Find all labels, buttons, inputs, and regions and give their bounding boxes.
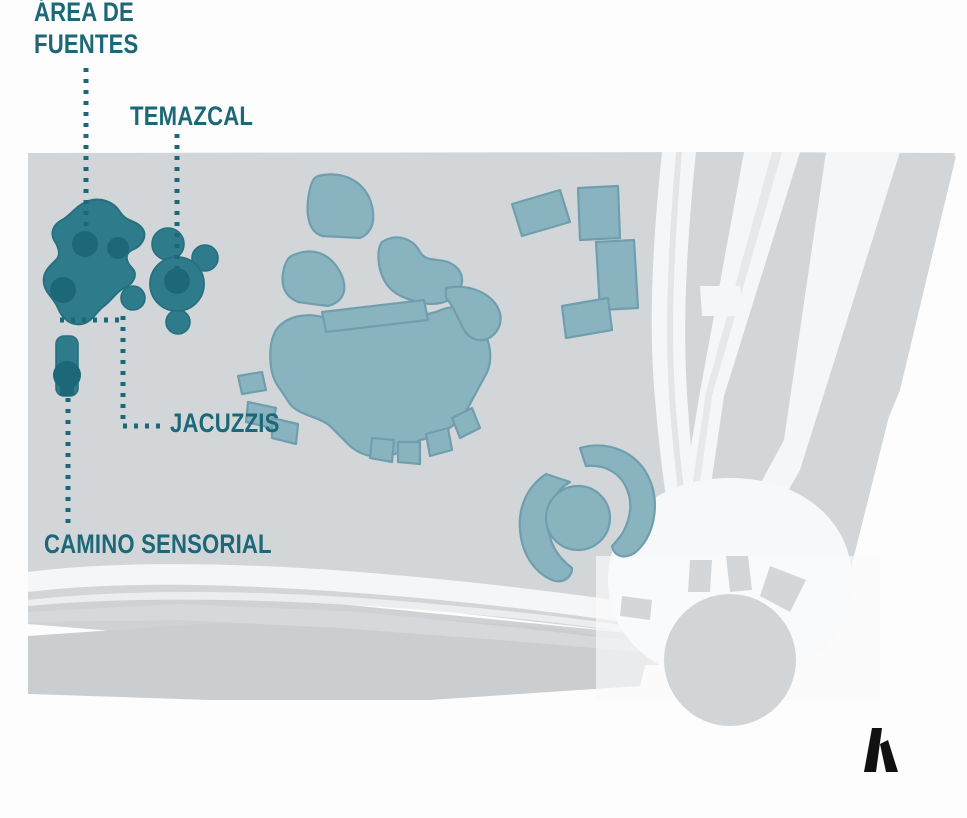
leader-lines: [60, 68, 180, 530]
fountain-circle-2: [107, 237, 129, 259]
road-connector-mid: [700, 286, 744, 316]
label-jacuzzis: JACUZZIS: [170, 408, 280, 438]
jacuzzi-circle-3: [191, 244, 219, 272]
logo-glyph-a: [864, 728, 898, 772]
roundabout-approach-stubs: [620, 556, 806, 620]
jacuzzi-circle-1: [120, 285, 146, 311]
roundabout-island: [664, 594, 796, 726]
brand-logo: [864, 728, 898, 772]
pool-pad-west-1: [236, 370, 268, 396]
building-block-1: [510, 188, 572, 238]
fountain-circle-3: [50, 277, 76, 303]
camino-sensorial-path-tail: [60, 378, 74, 396]
road-diagonal-east: [716, 152, 900, 572]
jacuzzi-circle-2: [165, 309, 191, 335]
label-area-de-fuentes: ÁREA DE FUENTES: [34, 0, 139, 59]
pool-pad-west-3: [270, 416, 300, 446]
road-main-vertical: [651, 152, 714, 600]
light-water-features: [236, 173, 656, 583]
plaza-circle: [544, 484, 612, 552]
building-block-2: [576, 184, 622, 242]
temazcal-inner-chamber: [164, 268, 190, 294]
road-sweep-southwest-2: [28, 592, 700, 644]
building-block-3: [594, 238, 640, 312]
building-block-4: [560, 296, 614, 340]
main-lagoon: [269, 306, 492, 458]
fountain-circle-1: [72, 231, 98, 257]
islet-midwest: [281, 250, 346, 308]
cabana-arc-4: [450, 406, 482, 440]
road-sliver-lower-left: [28, 604, 640, 652]
islet-north: [306, 173, 375, 240]
cabana-arc-2: [396, 440, 422, 466]
cabana-arc-1: [368, 436, 396, 464]
cabana-arc-3: [424, 426, 454, 458]
road-sweep-southwest: [28, 564, 700, 634]
spa-features: [42, 198, 219, 397]
label-camino-sensorial: CAMINO SENSORIAL: [44, 529, 272, 559]
lagoon-pier-east: [444, 285, 502, 342]
land-shape-bottom: [28, 618, 650, 700]
label-temazcal: TEMAZCAL: [130, 101, 254, 131]
plaza-crescent-east: [578, 444, 656, 558]
pool-bar-strip: [320, 298, 430, 334]
road-diagonal-ne: [672, 152, 800, 560]
